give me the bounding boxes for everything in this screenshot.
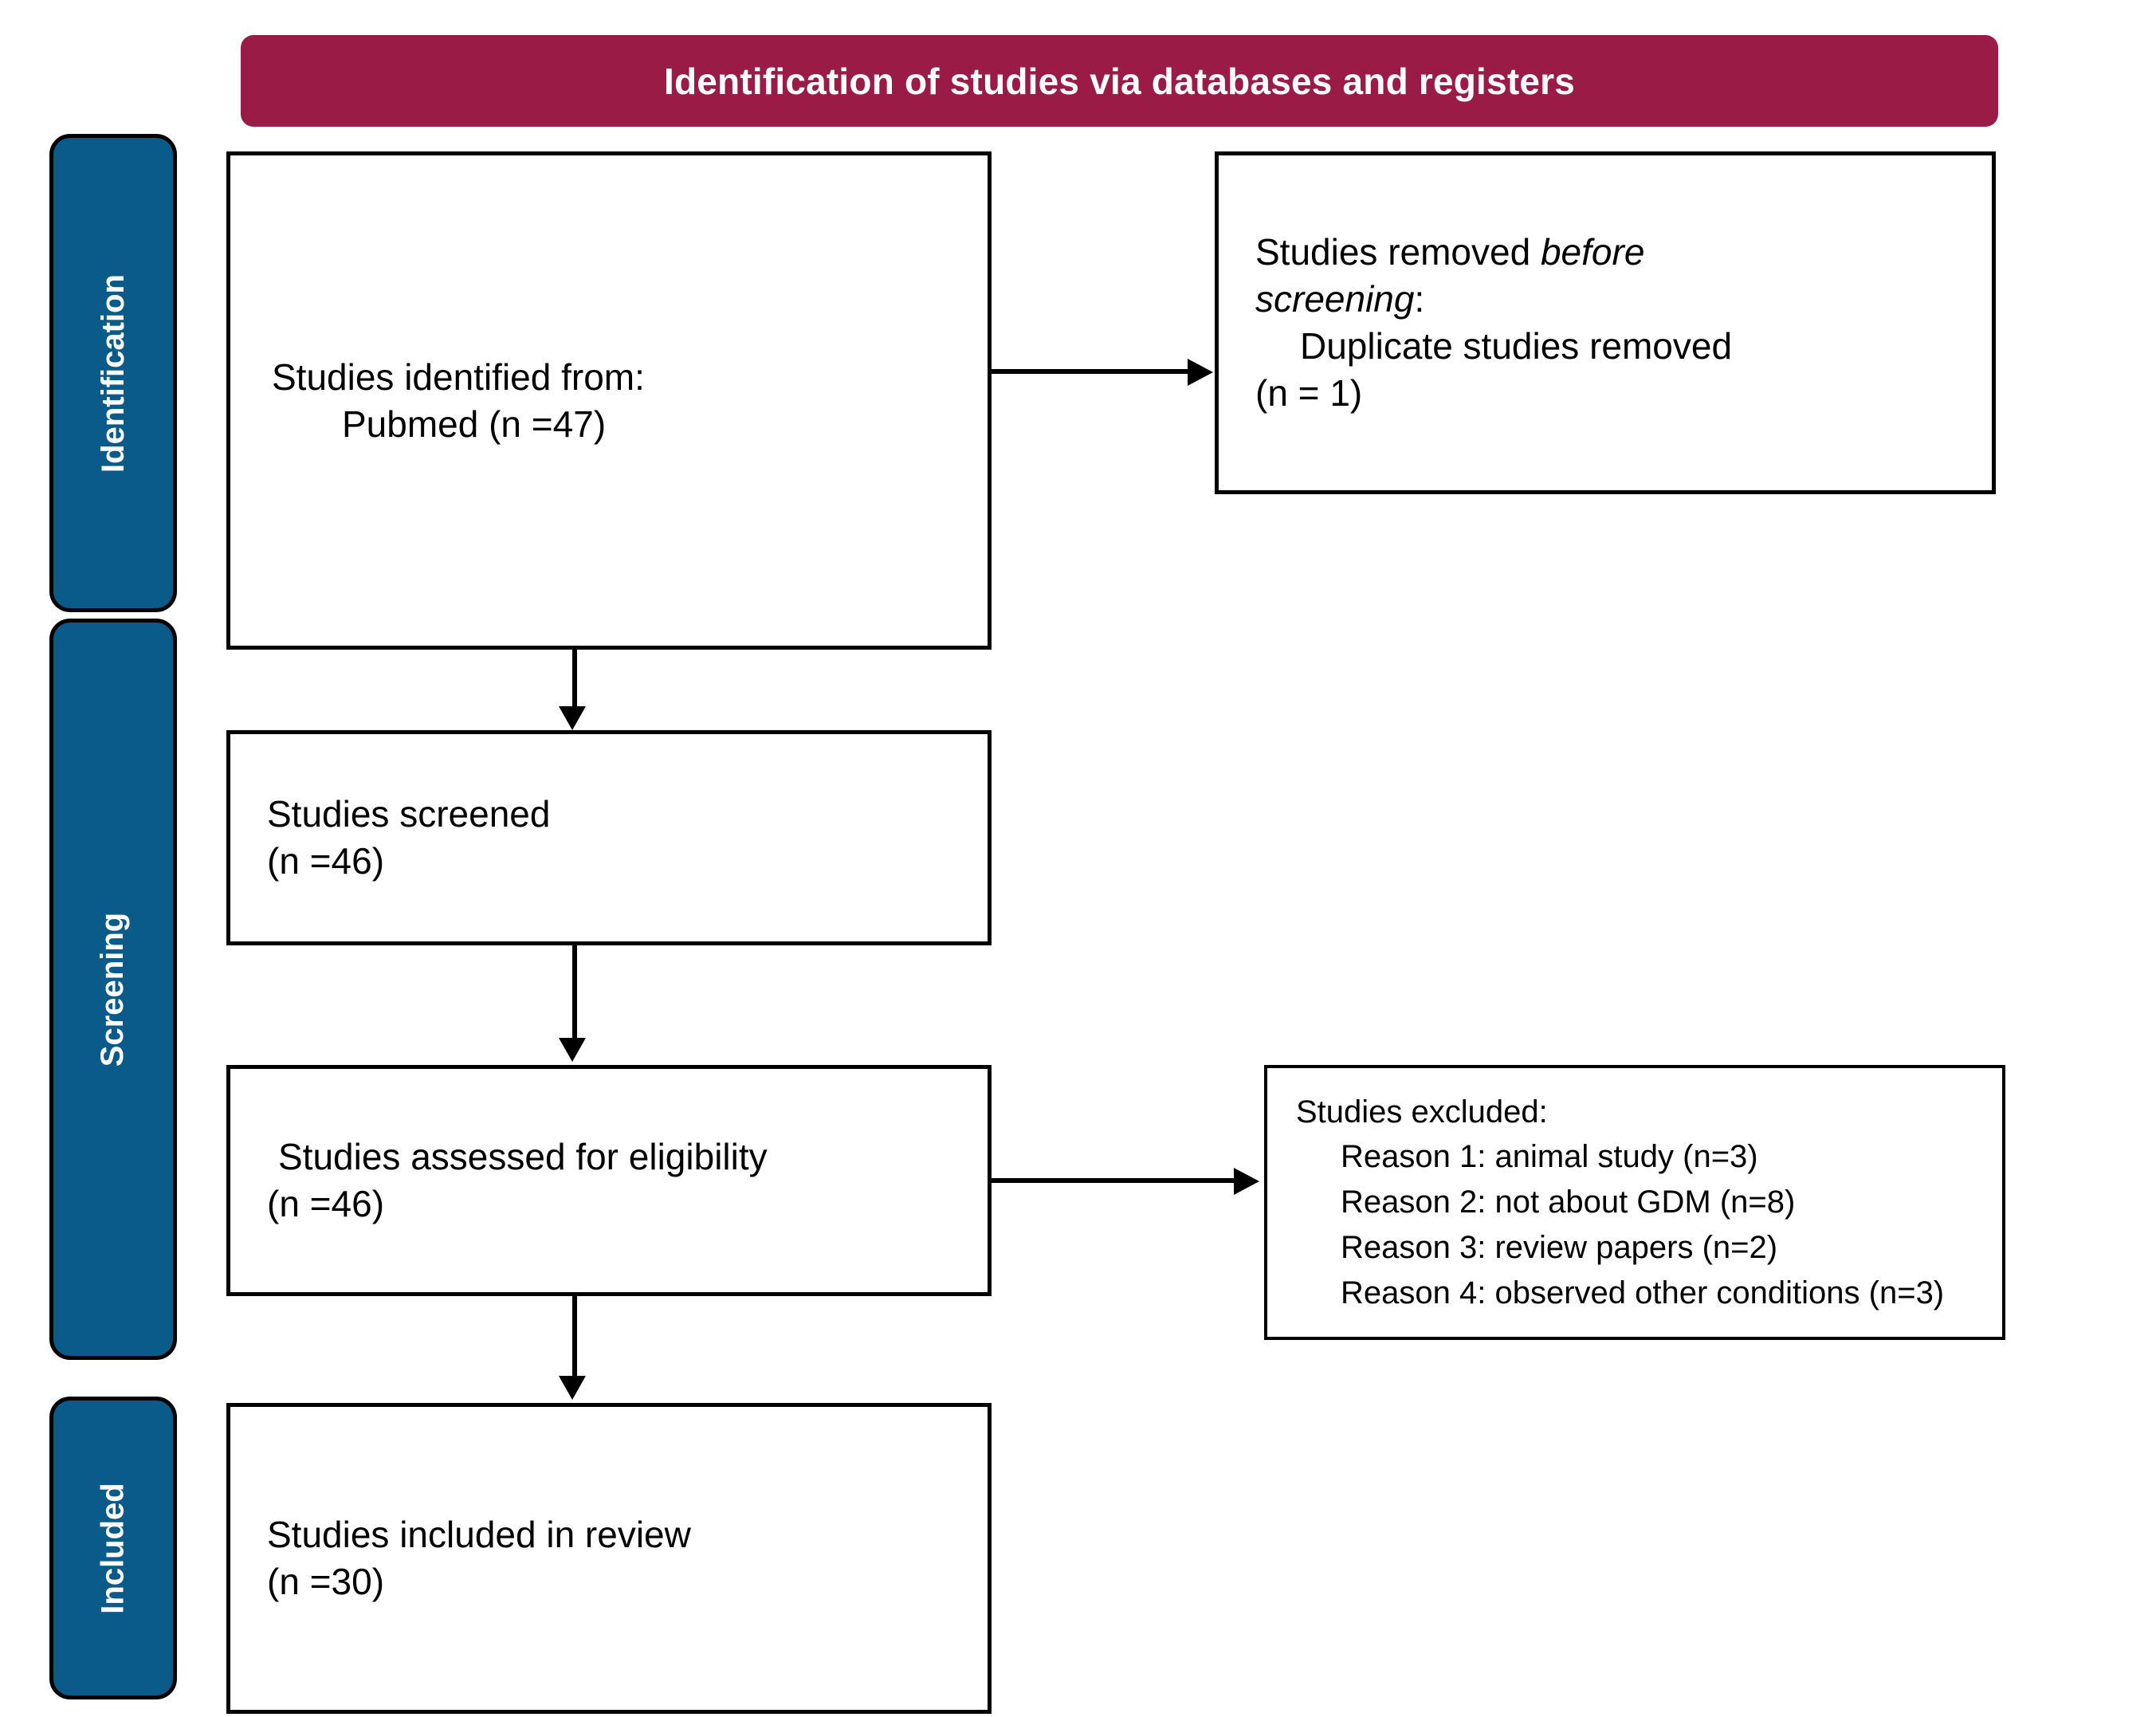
connector-identified-to-screened xyxy=(572,598,577,713)
node-included-line-2: (n =30) xyxy=(267,1561,385,1602)
connector-identified-to-removed xyxy=(992,369,1191,374)
node-eligibility-line-2: (n =46) xyxy=(267,1183,385,1224)
node-removed-line-1-italic: before xyxy=(1540,231,1645,273)
stage-rail-included: Included xyxy=(49,1397,177,1699)
connector-screened-to-eligibility xyxy=(572,945,577,1044)
node-removed-line-1-plain: Studies removed xyxy=(1255,231,1541,273)
node-studies-screened: Studies screened (n =46) xyxy=(226,730,992,945)
node-removed-line-2: screening: xyxy=(1255,276,1992,323)
stage-rail-label-included: Included xyxy=(95,1482,131,1614)
connector-eligibility-to-excluded xyxy=(992,1178,1239,1183)
stage-rail-label-identification: Identification xyxy=(95,273,131,473)
node-eligibility-line-1: Studies assessed for eligibility xyxy=(278,1136,768,1178)
node-excluded-reason-3: Reason 3: review papers (n=2) xyxy=(1341,1229,1778,1265)
node-studies-excluded: Studies excluded: Reason 1: animal study… xyxy=(1264,1065,2005,1340)
node-excluded-reason-2: Reason 2: not about GDM (n=8) xyxy=(1341,1185,1796,1220)
diagram-title: Identification of studies via databases … xyxy=(663,60,1576,102)
node-removed-line-2-plain: : xyxy=(1414,278,1425,320)
node-excluded-reason-1: Reason 1: animal study (n=3) xyxy=(1341,1139,1758,1175)
stage-rail-identification: Identification xyxy=(49,134,177,612)
node-identified-line-2: Pubmed (n =47) xyxy=(342,403,607,445)
stage-rail-screening: Screening xyxy=(49,619,177,1360)
connector-eligibility-to-included xyxy=(572,1296,577,1382)
node-studies-removed-before-screening: Studies removed before screening: Duplic… xyxy=(1215,151,1996,494)
node-removed-line-4: (n = 1) xyxy=(1255,371,1363,414)
node-excluded-reason-4: Reason 4: observed other conditions (n=3… xyxy=(1341,1275,1945,1310)
node-identified-line-1: Studies identified from: xyxy=(272,356,645,398)
node-included-line-1: Studies included in review xyxy=(267,1514,691,1556)
node-excluded-line-1: Studies excluded: xyxy=(1296,1094,1548,1130)
node-screened-line-2: (n =46) xyxy=(267,840,385,882)
node-removed-line-3: Duplicate studies removed xyxy=(1300,325,1733,367)
arrowhead-down-icon xyxy=(559,706,586,730)
arrowhead-right-icon xyxy=(1188,359,1213,386)
node-studies-assessed-for-eligibility: Studies assessed for eligibility (n =46) xyxy=(226,1065,992,1296)
arrowhead-right-icon xyxy=(1234,1168,1259,1195)
node-studies-included-in-review: Studies included in review (n =30) xyxy=(226,1403,992,1714)
node-removed-line-2-italic: screening xyxy=(1255,278,1415,320)
diagram-header-banner: Identification of studies via databases … xyxy=(241,35,1998,127)
arrowhead-down-icon xyxy=(559,1038,586,1062)
arrowhead-down-icon xyxy=(559,1376,586,1400)
node-studies-identified: Studies identified from: Pubmed (n =47) xyxy=(226,151,992,650)
stage-rail-label-screening: Screening xyxy=(95,912,131,1067)
node-screened-line-1: Studies screened xyxy=(267,793,551,835)
node-removed-line-1: Studies removed before xyxy=(1255,229,1992,276)
